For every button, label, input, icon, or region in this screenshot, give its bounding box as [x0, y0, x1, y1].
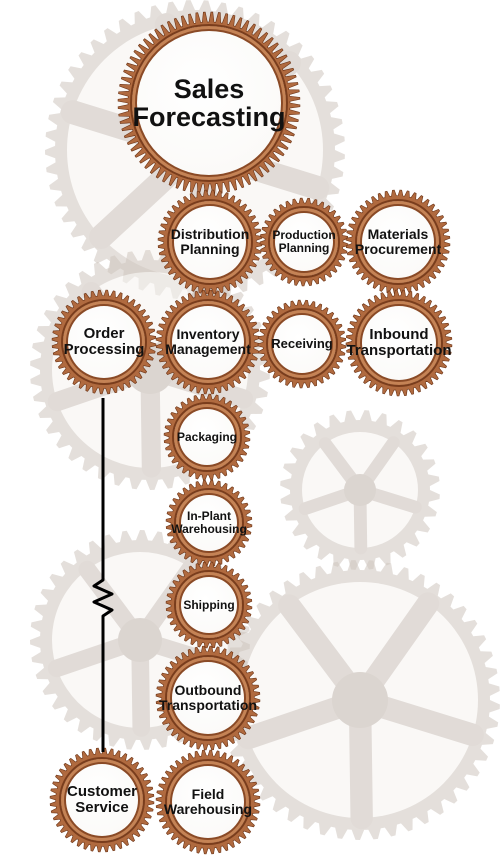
gear-label: Receiving	[271, 336, 333, 352]
gear-label: Shipping	[183, 597, 235, 612]
gear-label: Packaging	[176, 429, 238, 444]
background-gear	[220, 560, 500, 840]
gear-packaging: Packaging	[163, 393, 251, 481]
gear-receiving: Receiving	[257, 299, 347, 389]
background-gear	[280, 410, 440, 570]
gear-shipping: Shipping	[165, 561, 253, 649]
